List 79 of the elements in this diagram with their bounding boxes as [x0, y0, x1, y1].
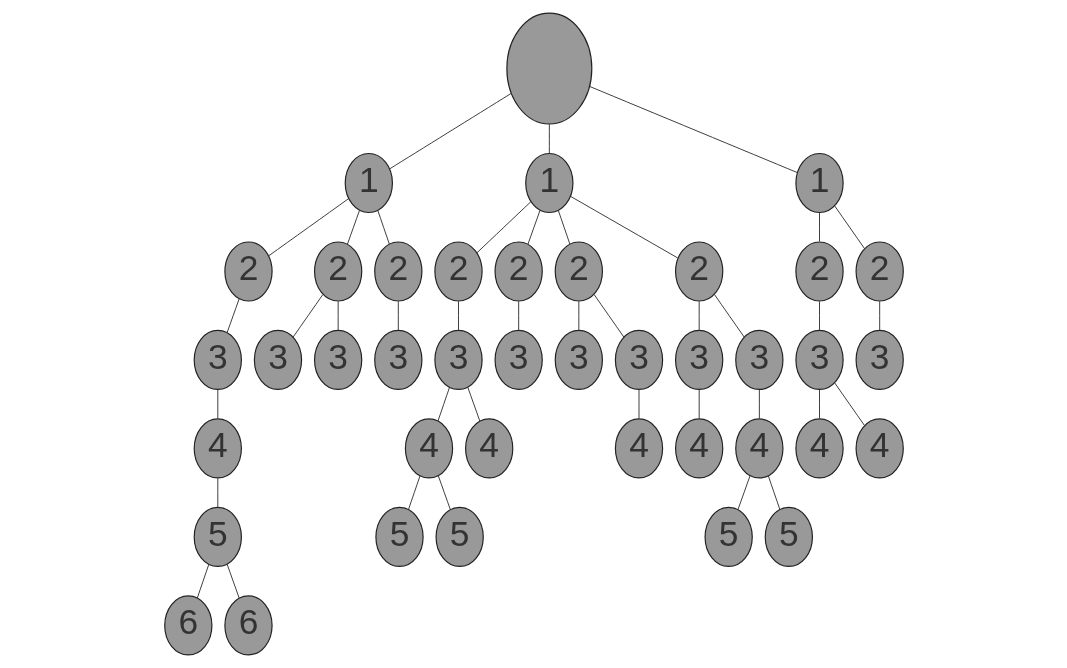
connector	[818, 300, 820, 331]
node-ellipse: 3	[373, 329, 422, 391]
connector	[818, 389, 820, 419]
node-ellipse: 3	[313, 329, 362, 391]
connector	[638, 389, 639, 419]
node-ellipse: 3	[253, 329, 302, 391]
node-ellipse: 2	[554, 241, 603, 302]
node-ellipse: 4	[855, 418, 904, 479]
node-ellipse: 5	[704, 506, 753, 567]
connector	[569, 195, 678, 259]
connector	[713, 293, 745, 338]
connector	[517, 300, 519, 331]
node-ellipse: 6	[163, 595, 212, 656]
connector	[833, 205, 865, 250]
node-ellipse: 5	[764, 506, 813, 567]
node-ellipse: 3	[614, 329, 663, 391]
node-ellipse: 3	[433, 329, 483, 391]
node-ellipse: 3	[674, 329, 723, 391]
node-ellipse: 1	[524, 152, 573, 214]
connector	[226, 563, 240, 599]
node-ellipse: 2	[494, 241, 543, 302]
connector	[216, 477, 218, 508]
connector	[737, 475, 750, 511]
node-ellipse: 4	[614, 418, 663, 479]
node-ellipse: 4	[674, 418, 723, 479]
connector	[588, 86, 798, 173]
node-ellipse: 4	[404, 418, 453, 479]
node-ellipse	[505, 12, 592, 125]
node-ellipse: 5	[374, 506, 424, 567]
node-ellipse: 2	[373, 241, 422, 302]
node-ellipse: 2	[223, 241, 273, 302]
node-ellipse: 2	[433, 241, 483, 302]
connector	[216, 389, 218, 419]
node-ellipse: 4	[734, 418, 784, 479]
connector	[593, 293, 624, 338]
node-ellipse: 5	[435, 506, 484, 567]
connector	[527, 210, 540, 245]
connector	[397, 300, 399, 331]
connector	[436, 386, 450, 422]
connector	[577, 300, 579, 331]
node-ellipse: 2	[674, 241, 723, 302]
node-ellipse: 4	[464, 418, 513, 479]
connector	[548, 123, 550, 154]
connector	[833, 382, 865, 426]
node-ellipse: 2	[855, 241, 904, 302]
connector	[698, 389, 700, 419]
connector	[466, 386, 480, 422]
connector	[758, 389, 760, 419]
connector	[698, 300, 700, 331]
connector	[226, 298, 240, 334]
connector	[878, 300, 880, 331]
connector	[388, 93, 512, 170]
node-ellipse: 5	[193, 506, 242, 567]
connector	[557, 210, 570, 245]
node-ellipse: 2	[794, 241, 844, 302]
node-ellipse: 3	[794, 329, 844, 391]
node-ellipse: 6	[223, 595, 273, 656]
node-ellipse: 3	[554, 329, 603, 391]
connector	[376, 210, 390, 245]
connector	[292, 293, 323, 338]
connector	[818, 212, 820, 242]
node-ellipse: 1	[794, 152, 844, 214]
connector	[475, 201, 531, 254]
connector	[457, 300, 459, 331]
connector	[267, 198, 349, 257]
connector	[407, 475, 420, 511]
node-ellipse: 2	[313, 241, 362, 302]
node-ellipse: 3	[494, 329, 543, 391]
connector	[767, 475, 780, 511]
connector	[437, 475, 451, 511]
node-ellipse: 1	[344, 152, 393, 214]
connector	[346, 210, 360, 245]
node-ellipse: 3	[734, 329, 784, 391]
node-ellipse: 4	[193, 418, 242, 479]
node-ellipse: 3	[855, 329, 904, 391]
connector	[337, 300, 339, 331]
connector	[196, 563, 209, 599]
node-ellipse: 3	[193, 329, 242, 391]
node-ellipse: 4	[794, 418, 844, 479]
